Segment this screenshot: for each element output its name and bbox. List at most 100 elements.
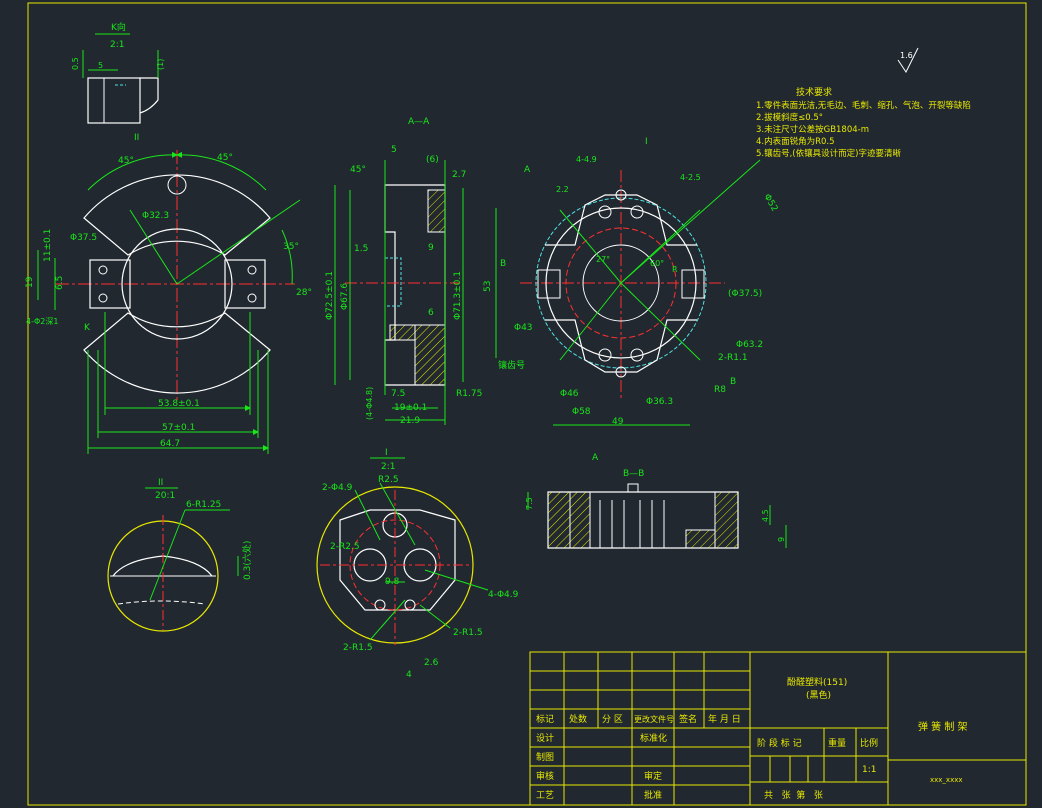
bb-dim-45: 4.5 — [761, 509, 770, 522]
rv-label-b-right: B — [730, 377, 736, 387]
rv-label-a-top: A — [524, 165, 531, 175]
section-aa: A—A 45° 5 (6) 2.7 1.5 9 6 7.5 (4-Φ4.8) 1… — [325, 117, 482, 426]
tb-drawing-no: xxx_xxxx — [930, 776, 963, 784]
detail-i-dim-4: 4 — [406, 670, 412, 680]
rv-dim-22: 2.2 — [556, 185, 569, 194]
k-view: K向 2:1 5 0.5 (1) — [71, 21, 165, 124]
front-dim-phi32: Φ32.3 — [142, 211, 169, 221]
tb-header-date: 年 月 日 — [708, 713, 741, 725]
tb-header-zone: 分 区 — [602, 714, 623, 725]
tb-stage: 阶 段 标 记 — [757, 737, 802, 749]
tb-weight: 重量 — [828, 737, 846, 749]
front-dim-35: 35° — [283, 242, 299, 252]
rv-dim-phi43: Φ43 — [514, 323, 533, 333]
section-bb-title: B—B — [623, 469, 644, 479]
aa-dim-phi725: Φ72.5±0.1 — [325, 271, 335, 320]
tb-row-design: 设计 — [536, 732, 554, 744]
detail-i-dim-2r25: 2-R2.5 — [330, 542, 360, 552]
roughness-value: 1.6 — [900, 51, 913, 60]
aa-dim-45: 45° — [350, 165, 366, 175]
front-label-ii: II — [134, 133, 139, 143]
rv-dim-phi58: Φ58 — [572, 407, 591, 417]
tb-scale-label: 比例 — [860, 737, 878, 749]
k-dim-1: (1) — [156, 59, 165, 70]
aa-dim-27: 2.7 — [452, 170, 466, 180]
tb-sheet: 共 张 第 张 — [764, 789, 823, 801]
front-dim-45-right: 45° — [217, 153, 233, 163]
front-dim-45-left: 45° — [118, 156, 134, 166]
detail-i: I 2:1 R2.5 2-Φ4.9 2-R2.5 9.8 4-Φ4.9 2-R1… — [316, 448, 519, 680]
detail-ii-dim-r: 6-R1.25 — [186, 500, 221, 510]
front-dim-647: 64.7 — [160, 439, 180, 449]
aa-dim-holes: (4-Φ4.8) — [365, 387, 374, 420]
tb-mid-ratify: 批准 — [644, 789, 662, 801]
tb-header-sign: 签名 — [679, 713, 697, 725]
section-aa-title: A—A — [408, 117, 430, 127]
front-dim-phi37: Φ37.5 — [70, 233, 97, 243]
rv-label-insert: 镶齿号 — [498, 359, 525, 371]
tb-part-name: 弹 簧 制 架 — [918, 720, 968, 733]
rv-dim-phi363: Φ36.3 — [646, 397, 673, 407]
tb-row-process: 工艺 — [536, 790, 554, 801]
title-block-text: 酚醛塑料(151) (黑色) 弹 簧 制 架 xxx_xxxx 标记 处数 分 … — [536, 676, 968, 801]
tech-item-4: 4.内表面锐角为R0.5 — [756, 136, 835, 147]
tech-heading: 技术要求 — [796, 86, 832, 98]
tb-row-check: 审核 — [536, 770, 554, 782]
aa-dim-r175: R1.75 — [456, 389, 482, 399]
rv-label-i: I — [645, 137, 648, 147]
aa-dim-6b: 6 — [428, 308, 434, 318]
tb-row-draw: 制图 — [536, 751, 554, 763]
drawing-border — [27, 2, 1027, 806]
detail-i-dim-2phi: 2-Φ4.9 — [322, 483, 353, 493]
detail-i-dim-r25: R2.5 — [378, 475, 399, 485]
aa-dim-5: 5 — [391, 145, 397, 155]
aa-dim-phi713: Φ71.3±0.1 — [453, 271, 463, 320]
aa-dim-75: 7.5 — [391, 389, 405, 399]
front-dim-11: 11±0.1 — [43, 229, 53, 262]
front-dim-holes: 4-Φ2深1 — [26, 317, 58, 326]
aa-dim-6: (6) — [426, 155, 439, 165]
rv-dim-phi632: Φ63.2 — [736, 340, 763, 350]
front-dim-19: 19 — [25, 276, 35, 288]
rv-dim-phi46: Φ46 — [560, 389, 579, 399]
tech-item-1: 1.零件表面光洁,无毛边、毛刺、缩孔、气泡、开裂等缺陷 — [756, 100, 971, 111]
tb-header-change: 更改文件号 — [634, 714, 674, 724]
front-label-k: K — [84, 323, 91, 333]
rv-dim-phi375: (Φ37.5) — [728, 289, 762, 299]
rv-dim-53: 53 — [483, 281, 493, 292]
rv-dim-phi52: Φ52 — [761, 193, 779, 214]
title-block — [529, 651, 1027, 806]
detail-i-scale: 2:1 — [381, 462, 395, 472]
bb-dim-9: 9 — [777, 537, 786, 542]
detail-ii-title: II — [158, 478, 163, 488]
front-view: 45° 45° Φ32.3 Φ37.5 35° 28° 11±0.1 6.5 1… — [25, 133, 312, 454]
rv-dim-r8: R8 — [714, 385, 726, 395]
detail-ii: II 20:1 6-R1.25 0.3(六处) — [107, 478, 253, 632]
front-dim-28: 28° — [296, 288, 312, 298]
detail-i-dim-26: 2.6 — [424, 658, 439, 668]
aa-dim-19: 19±0.1 — [394, 403, 427, 413]
aa-dim-9: 9 — [428, 243, 434, 253]
rv-dim-27: 27° — [596, 255, 610, 264]
roughness-symbol: 1.6 — [897, 47, 919, 73]
k-view-scale: 2:1 — [110, 40, 124, 50]
rv-dim-49a: 4-4.9 — [576, 155, 597, 164]
tech-requirements: 技术要求 1.零件表面光洁,无毛边、毛刺、缩孔、气泡、开裂等缺陷 2.拔模斜度≤… — [756, 86, 971, 159]
k-view-title: K向 — [111, 21, 126, 33]
right-view: 4-4.9 2.2 4-2.5 Φ52 27° 60° R 53 Φ43 (Φ3… — [483, 137, 779, 463]
tb-material-note: (黑色) — [806, 689, 831, 701]
detail-ii-scale: 20:1 — [155, 491, 175, 501]
rv-dim-425: 4-2.5 — [680, 173, 701, 182]
front-dim-57: 57±0.1 — [162, 423, 195, 433]
aa-dim-219: 21.9 — [400, 416, 420, 426]
aa-dim-phi676: Φ67.6 — [340, 283, 350, 310]
tb-mid-approve: 审定 — [644, 770, 662, 782]
section-bb: B—B 7.5 4.5 9 — [525, 469, 787, 549]
rv-dim-60: 60° — [650, 259, 664, 268]
tb-header-mark: 标记 — [536, 713, 554, 725]
aa-dim-15: 1.5 — [354, 244, 368, 254]
detail-i-dim-2r15-right: 2-R1.5 — [453, 628, 483, 638]
tech-item-2: 2.拔模斜度≤0.5° — [756, 112, 823, 123]
k-dim-5: 5 — [98, 61, 103, 70]
